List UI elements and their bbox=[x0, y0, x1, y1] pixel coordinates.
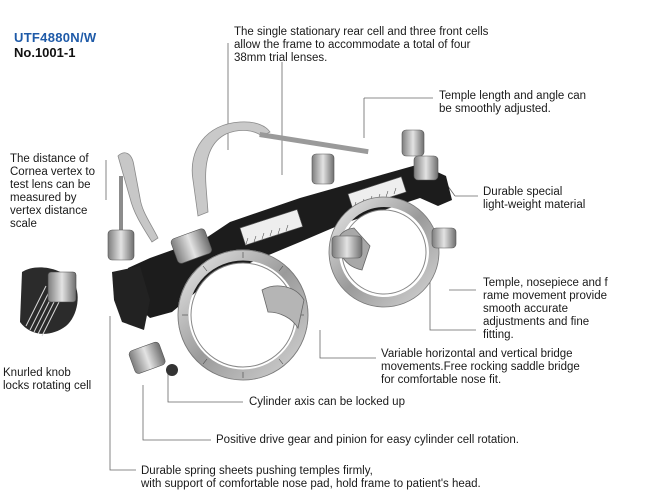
knurled-knobs bbox=[107, 129, 457, 376]
note-drive-gear: Positive drive gear and pinion for easy … bbox=[216, 434, 519, 446]
product-number: No.1001-1 bbox=[14, 45, 76, 60]
note-cylinder-lock: Cylinder axis can be locked up bbox=[249, 396, 405, 408]
note-spring-sheets: Durable spring sheets pushing temples fi… bbox=[141, 465, 481, 490]
note-rear-cell: The single stationary rear cell and thre… bbox=[234, 26, 489, 64]
left-temple bbox=[117, 152, 159, 243]
leader-lines bbox=[105, 43, 478, 471]
left-lens-cell bbox=[177, 249, 309, 381]
knob-detail-inset bbox=[20, 267, 78, 337]
right-temple bbox=[191, 121, 369, 217]
model-code: UTF4880N/W bbox=[14, 30, 97, 45]
